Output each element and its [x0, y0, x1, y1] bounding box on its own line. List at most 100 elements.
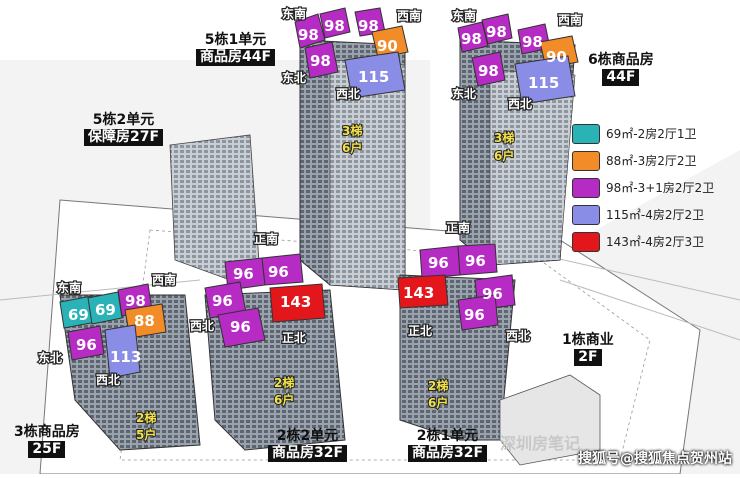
b5-1-units: 98 98 98 90 98 115 东南 西南 东北 西北 3梯 6户	[281, 5, 422, 156]
label-b5-2: 5栋2单元 保障房27F	[84, 112, 164, 146]
label-b5-1: 5栋1单元 商品房44F	[196, 32, 276, 66]
b3-households: 5户	[136, 427, 156, 442]
label-b2-2-name: 2栋2单元	[276, 428, 339, 444]
legend-label-88: 88㎡-3房2厅2卫	[606, 154, 697, 168]
b3-unit-98: 98	[125, 292, 146, 310]
legend-row-115: 115㎡-4房2厅2卫	[572, 201, 740, 228]
b2-1-unit-96-c: 96	[482, 285, 503, 303]
b2-2-dir-zhengbei: 正北	[282, 330, 306, 345]
b5-1-unit-98-c: 98	[358, 17, 379, 35]
b6-dir-xibei: 西北	[508, 96, 532, 111]
b6-households: 6户	[494, 148, 514, 163]
b6-dir-dongnan: 东南	[452, 8, 476, 23]
b5-1-lifts: 3梯	[342, 123, 362, 138]
label-b1-name: 1栋商业	[562, 332, 614, 348]
label-b1: 1栋商业 2F	[562, 332, 614, 366]
b2-2-unit-96-c: 96	[212, 292, 233, 310]
b3-units: 69 69 98 88 96 113 东南 西南 东北 西北 西北 2梯 5户	[37, 271, 215, 443]
b3-lifts: 2梯	[136, 410, 156, 425]
b5-1-households: 6户	[342, 140, 362, 155]
legend-row-143: 143㎡-4房2厅3卫	[572, 228, 740, 255]
label-b3-name: 3栋商品房	[14, 424, 80, 440]
b3-unit-69-a: 69	[68, 306, 89, 324]
legend-label-98: 98㎡-3+1房2厅2卫	[606, 181, 715, 195]
b2-2-unit-143: 143	[280, 293, 311, 311]
watermark-faint: 深圳房笔记	[500, 434, 581, 453]
label-b3: 3栋商品房 25F	[14, 424, 80, 458]
b6-unit-90: 90	[546, 48, 567, 66]
b5-1-unit-90: 90	[377, 37, 398, 55]
b2-1-unit-96-b: 96	[465, 252, 486, 270]
b6-dir-dongbei: 东北	[452, 86, 476, 101]
label-b2-1-name: 2栋1单元	[416, 428, 479, 444]
legend-row-88: 88㎡-3房2厅2卫	[572, 147, 740, 174]
b6-dir-xinan: 西南	[558, 12, 582, 27]
unit-type-legend: 69㎡-2房2厅1卫 88㎡-3房2厅2卫 98㎡-3+1房2厅2卫 115㎡-…	[572, 120, 740, 255]
b2-1-unit-96-d: 96	[464, 306, 485, 324]
b2-2-households: 6户	[274, 392, 294, 407]
b2-2-unit-96-a: 96	[233, 265, 254, 283]
b3-dir-dongnan: 东南	[57, 280, 81, 295]
b3-unit-69-b: 69	[95, 301, 116, 319]
b3-dir-xibei-b: 西北	[190, 318, 214, 333]
b3-dir-dongbei: 东北	[38, 350, 62, 365]
legend-swatch-88	[572, 150, 600, 171]
label-b6: 6栋商品房 44F	[588, 52, 654, 86]
b6-lifts: 3梯	[494, 130, 514, 145]
b2-1-lifts: 2梯	[428, 378, 448, 393]
building-b1-commercial	[499, 374, 601, 466]
b6-unit-98-b: 98	[486, 23, 507, 41]
watermark: 搜狐号@搜狐焦点贺州站	[578, 451, 732, 467]
b5-1-unit-98-b: 98	[324, 17, 345, 35]
legend-swatch-143	[572, 231, 600, 252]
b6-unit-98-d: 98	[478, 62, 499, 80]
b3-dir-xibei: 西北	[96, 372, 120, 387]
b2-2-units: 96 96 96 96 143 正南 正北 2梯 6户	[204, 230, 326, 408]
label-b5-1-type: 商品房44F	[196, 49, 276, 66]
label-b5-2-name: 5栋2单元	[92, 112, 155, 128]
label-b2-2: 2栋2单元 商品房32F	[268, 428, 348, 462]
label-b2-1: 2栋1单元 商品房32F	[408, 428, 488, 462]
label-b1-floors: 2F	[574, 349, 602, 366]
b5-1-dir-dongbei: 东北	[282, 70, 306, 85]
legend-swatch-115	[572, 204, 600, 225]
b2-1-units: 96 96 143 96 96 正南 正北 2梯 6户	[397, 219, 516, 411]
b5-1-unit-115: 115	[358, 68, 389, 86]
legend-row-69: 69㎡-2房2厅1卫	[572, 120, 740, 147]
b2-2-unit-96-b: 96	[268, 263, 289, 281]
b5-1-dir-xinan: 西南	[397, 8, 421, 23]
b2-1-dir-zhengbei: 正北	[408, 323, 432, 338]
legend-label-115: 115㎡-4房2厅2卫	[606, 208, 705, 222]
legend-label-69: 69㎡-2房2厅1卫	[606, 127, 697, 141]
b5-1-dir-xibei: 西北	[336, 86, 360, 101]
b3-unit-96: 96	[76, 336, 97, 354]
b2-1-unit-96-a: 96	[428, 254, 449, 272]
b2-1-dir-xibei: 西北	[506, 328, 530, 343]
b5-1-unit-98-d: 98	[310, 52, 331, 70]
b3-unit-88: 88	[134, 312, 155, 330]
b2-2-lifts: 2梯	[274, 375, 294, 390]
b6-unit-98-c: 98	[522, 33, 543, 51]
b2-2-dir-zhengnan: 正南	[254, 231, 278, 246]
label-b2-1-type: 商品房32F	[408, 445, 488, 462]
label-b3-floors: 25F	[28, 441, 66, 458]
legend-row-98: 98㎡-3+1房2厅2卫	[572, 174, 740, 201]
b3-unit-113: 113	[110, 348, 141, 366]
b2-2-unit-96-d: 96	[230, 318, 251, 336]
label-b5-2-type: 保障房27F	[84, 129, 164, 146]
b2-1-dir-zhengnan: 正南	[446, 220, 470, 235]
label-b2-2-type: 商品房32F	[268, 445, 348, 462]
b2-1-unit-143: 143	[403, 284, 434, 302]
b2-1-households: 6户	[428, 395, 448, 410]
b5-1-dir-dongnan: 东南	[282, 6, 306, 21]
label-b6-name: 6栋商品房	[588, 52, 654, 68]
label-b6-floors: 44F	[602, 69, 640, 86]
b6-unit-98-a: 98	[461, 30, 482, 48]
legend-swatch-69	[572, 123, 600, 144]
b6-unit-115: 115	[528, 74, 559, 92]
label-b5-1-name: 5栋1单元	[204, 32, 267, 48]
b5-1-unit-98-a: 98	[298, 26, 319, 44]
tower-b5-2	[169, 134, 261, 281]
